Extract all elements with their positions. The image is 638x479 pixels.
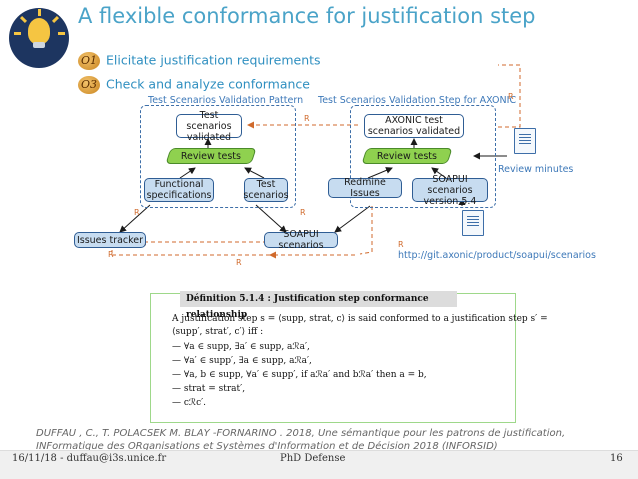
objective-text: Elicitate justification requirements (106, 52, 321, 68)
definition-line: — cℛc′. (172, 398, 207, 408)
pattern-frame (140, 105, 296, 208)
objective-symbol-icon: O3 (78, 76, 100, 94)
relation-label: R (236, 258, 242, 267)
strategy-label: Review tests (180, 150, 242, 162)
objective-3: O3 Check and analyze conformance (78, 76, 310, 94)
relation-label: R (304, 114, 310, 123)
left-frame-title: Test Scenarios Validation Pattern (148, 95, 304, 106)
pattern-strategy: Review tests (165, 148, 257, 164)
objective-1: O1 Elicitate justification requirements (78, 52, 321, 70)
lightbulb-base-icon (33, 42, 45, 48)
reference-citation: DUFFAU , C., T. POLACSEK M. BLAY -FORNAR… (36, 428, 566, 452)
definition-title: Définition 5.1.4 : Justification step co… (180, 291, 457, 320)
objective-text: Check and analyze conformance (106, 76, 310, 92)
relation-label: R (134, 208, 140, 217)
definition-line: ⟨supp′, strat′, c′⟩ iff : (172, 327, 264, 337)
soapui-scenarios: SOAPUI scenarios (264, 229, 338, 251)
pattern-support-functional: Functional specifications (144, 178, 214, 202)
definition-line: — ∀a, b ∈ supp, ∀a′ ∈ supp′, if aℛa′ and… (172, 370, 427, 380)
light-ray-icon (38, 9, 41, 16)
definition-line: — strat = strat′, (172, 384, 246, 394)
strategy-label: Review tests (376, 150, 438, 162)
relation-label: R (108, 250, 114, 259)
relation-label: R (508, 92, 514, 101)
definition-line: — ∀a′ ∈ supp′, ∃a ∈ supp, aℛa′, (172, 356, 312, 366)
scenarios-document-icon (462, 210, 484, 236)
pattern-conclusion: Test scenarios validated (176, 110, 242, 143)
scenarios-url: http://git.axonic/product/soapui/scenari… (398, 250, 596, 261)
issues-tracker: Issues tracker (74, 232, 146, 248)
definition-line: — ∀a ∈ supp, ∃a′ ∈ supp, aℛa′, (172, 342, 310, 352)
step-conclusion: AXONIC test scenarios validated (364, 114, 464, 138)
relation-label: R (398, 240, 404, 249)
definition-line: A justification step s = ⟨supp, strat, c… (172, 314, 548, 324)
step-support-redmine: Redmine Issues (328, 177, 402, 199)
objective-symbol-icon: O1 (78, 52, 100, 70)
slide-title: A flexible conformance for justification… (78, 4, 536, 28)
step-support-soapui: SOAPUI scenarios version 5.4 (412, 174, 488, 207)
footer-author: 16/11/18 - duffau@i3s.unice.fr (12, 453, 167, 464)
relation-label: R (300, 208, 306, 217)
step-strategy: Review tests (361, 148, 453, 164)
footer-center: PhD Defense (280, 453, 346, 464)
pattern-support-scenarios: Test scenarios (243, 178, 289, 202)
lightbulb-icon (28, 18, 50, 44)
right-frame-title: Test Scenarios Validation Step for AXONI… (318, 95, 517, 106)
step-frame (350, 105, 496, 208)
review-minutes-label: Review minutes (498, 164, 574, 175)
page-number: 16 (610, 453, 623, 464)
review-minutes-document-icon (514, 128, 536, 154)
footer-bar (0, 450, 638, 479)
